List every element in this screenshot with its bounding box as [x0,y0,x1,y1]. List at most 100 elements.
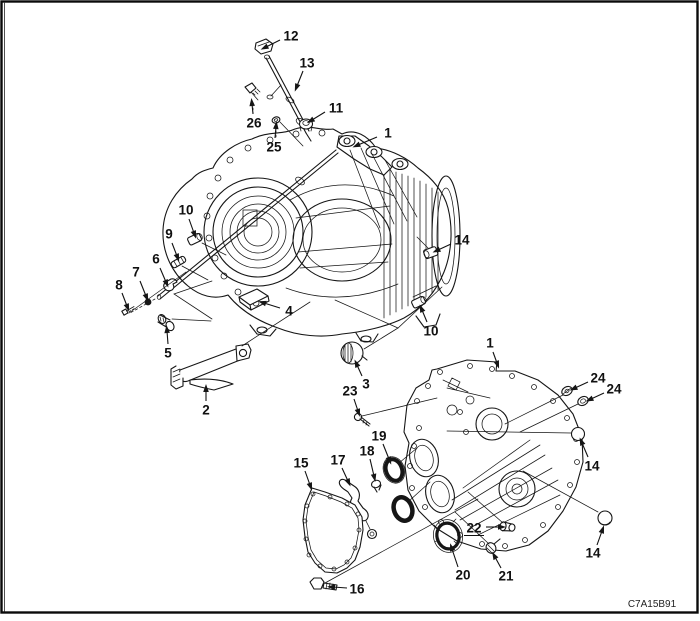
callout-number: 25 [266,140,282,155]
leader-line [311,111,326,121]
arrowhead [142,293,149,302]
callout-number: 13 [299,56,315,71]
arrowhead [164,325,170,334]
leader-line [357,136,378,146]
arrowhead [354,408,361,417]
callout-number: 8 [115,278,123,293]
part-plug-18 [370,479,382,493]
leader-line [296,70,304,87]
callout-number: 10 [178,203,193,218]
callout-number: 14 [584,459,600,474]
leader-line [590,392,605,400]
arrowhead [352,141,361,148]
part-ball-plug-14-mid [570,426,586,442]
leader-line [574,381,589,389]
leader-line [188,218,195,234]
callout-number: 6 [152,252,160,267]
callout-1: 1 [352,126,392,148]
leader-line [369,458,375,477]
callout-number: 5 [164,346,172,361]
callout-9: 9 [165,227,180,262]
arrowhead [162,279,169,288]
part-gasket-15 [302,487,364,574]
callout-26: 26 [246,98,262,131]
callout-number: 15 [293,456,309,471]
case-ribs [383,167,439,319]
leader-line [356,364,363,377]
callout-number: 3 [362,377,370,392]
mounting-bosses [336,134,418,229]
arrowhead [449,543,456,552]
callout-number: 22 [466,521,481,536]
leader-line [171,242,178,257]
callout-17: 17 [330,453,351,487]
callout-number: 2 [202,403,210,418]
leader-line [304,470,311,486]
arrowhead [273,121,279,130]
callout-11: 11 [306,101,344,124]
callout-number: 12 [283,29,298,44]
arrowhead [294,83,301,92]
callout-12: 12 [260,29,299,50]
leader-line [332,586,348,589]
leader-line [265,39,281,48]
callout-number: 4 [285,304,293,319]
arrowhead [498,524,506,530]
leader-line [139,280,147,297]
leader-line [166,330,169,345]
arrowhead [306,482,313,491]
leader-line [121,292,128,307]
arrowhead [569,384,578,391]
arrowhead [598,525,605,534]
callout-14: 14 [585,525,605,561]
part-washer-24-b [577,395,589,407]
callout-23: 23 [342,384,361,417]
leader-line [451,548,459,568]
arrowhead [123,303,130,312]
arrowhead [385,456,392,465]
callout-4: 4 [258,300,293,319]
callout-layer: 1213112625110967854214103231242414191817… [115,29,622,597]
leader-line [581,442,589,458]
callout-15: 15 [293,456,313,491]
callout-24: 24 [585,382,622,402]
part-screw-8 [121,306,135,316]
arrowhead [260,43,270,50]
callout-10: 10 [419,304,439,339]
arrowhead [354,359,361,368]
callout-number: 20 [455,568,470,583]
leader-line [353,398,359,412]
arrowhead [203,384,209,392]
part-spring-pin-9 [170,255,187,269]
part-bolt-16 [309,577,338,591]
callout-5: 5 [164,325,172,361]
part-breather-bolt-26 [244,82,261,101]
leader-line [263,302,281,309]
arrowhead [579,437,586,446]
callout-number: 26 [246,116,262,131]
callout-number: 1 [384,126,392,141]
callout-number: 10 [423,324,438,339]
callout-number: 9 [165,227,173,242]
part-bolt-23 [353,412,371,427]
arrowhead [306,116,316,124]
arrowhead [419,304,426,313]
arrowhead [492,551,499,561]
callout-2: 2 [202,384,210,418]
assembly-lines [128,103,599,584]
leader-line [421,309,428,323]
part-washer-25 [271,116,281,124]
callout-6: 6 [152,252,169,288]
part-damper-3 [340,341,368,365]
callout-number: 23 [342,384,358,399]
callout-3: 3 [354,359,370,392]
callout-number: 11 [329,101,344,116]
callout-number: 14 [585,546,601,561]
callout-number: 24 [606,382,622,397]
callout-14: 14 [579,437,600,474]
leader-line [494,556,502,569]
callout-number: 17 [330,453,345,468]
arrowhead [173,253,180,262]
callout-number: 1 [486,336,494,351]
arrowhead [370,473,377,482]
